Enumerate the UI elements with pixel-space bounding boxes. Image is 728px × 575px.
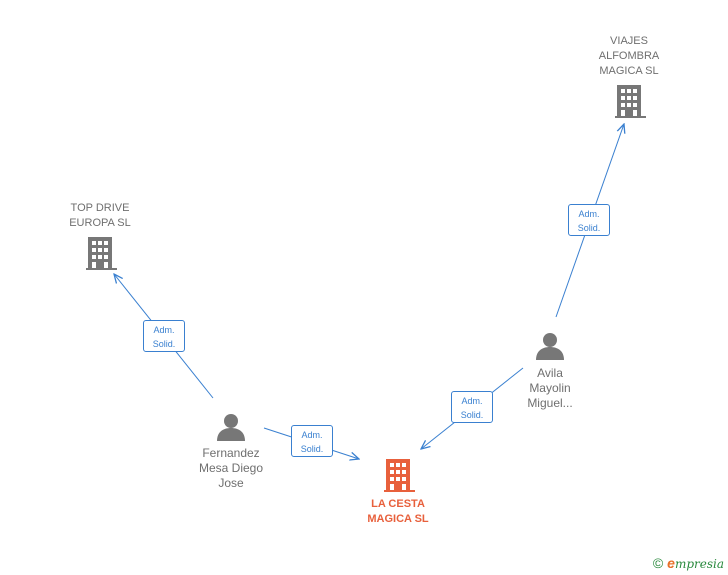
building-icon[interactable] bbox=[86, 237, 117, 270]
edge-label-fernandez-topdrive: Adm. Solid. bbox=[143, 320, 185, 352]
company-label-topdrive[interactable]: TOP DRIVE EUROPA SL bbox=[69, 202, 131, 229]
edge-label-fernandez-lacesta: Adm. Solid. bbox=[291, 425, 333, 457]
brand-logo-name: mpresia bbox=[674, 557, 724, 571]
copyright-symbol: © bbox=[652, 555, 664, 571]
building-icon[interactable] bbox=[384, 459, 415, 492]
person-icon[interactable] bbox=[536, 333, 564, 360]
company-label-viajes[interactable]: VIAJES ALFOMBRA MAGICA SL bbox=[598, 35, 660, 77]
brand-logo-initial: e bbox=[667, 555, 675, 571]
company-label-lacesta[interactable]: LA CESTA MAGICA SL bbox=[367, 498, 429, 525]
footer-brand: ©empresia bbox=[653, 555, 724, 571]
building-icon[interactable] bbox=[615, 85, 646, 118]
edge-label-avila-viajes: Adm. Solid. bbox=[568, 204, 610, 236]
person-label-avila[interactable]: Avila Mayolin Miguel... bbox=[527, 366, 573, 410]
person-label-fernandez[interactable]: Fernandez Mesa Diego Jose bbox=[198, 446, 264, 490]
person-icon[interactable] bbox=[217, 414, 245, 441]
edge-label-avila-lacesta: Adm. Solid. bbox=[451, 391, 493, 423]
